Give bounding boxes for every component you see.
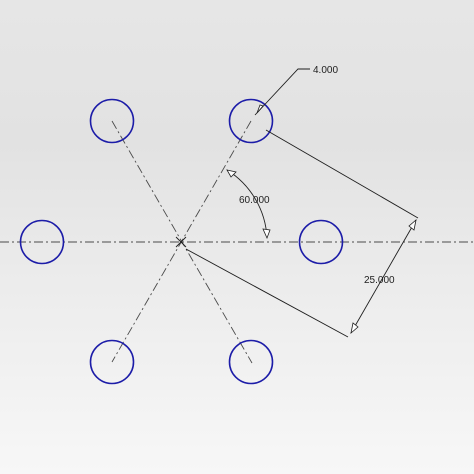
hole-120deg[interactable] xyxy=(89,98,135,144)
hole-0deg[interactable] xyxy=(298,219,344,265)
angle-dimension[interactable]: 60.000 xyxy=(226,169,271,240)
hole-60deg[interactable] xyxy=(228,98,274,144)
center-point xyxy=(175,236,187,248)
diameter-value: 4.000 xyxy=(313,65,338,76)
extension-line-hole xyxy=(265,129,419,219)
radius-dimension[interactable]: 25.000 xyxy=(185,129,419,338)
centerline-120deg xyxy=(111,120,253,364)
hole-240deg[interactable] xyxy=(89,339,135,385)
dimension-line xyxy=(350,219,417,334)
extension-line-center xyxy=(185,248,349,338)
diameter-dimension[interactable]: 4.000 xyxy=(254,65,338,116)
bolt-holes xyxy=(19,98,344,385)
hole-180deg[interactable] xyxy=(19,219,65,265)
hole-300deg[interactable] xyxy=(228,339,274,385)
angle-value: 60.000 xyxy=(239,195,270,206)
radius-value: 25.000 xyxy=(364,275,395,286)
